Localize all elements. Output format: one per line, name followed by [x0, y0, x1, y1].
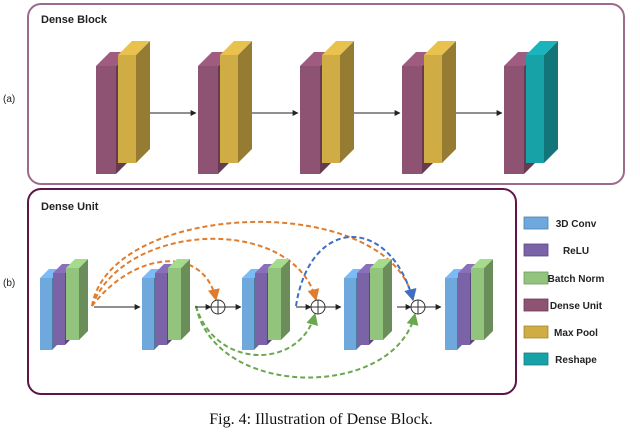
legend-item-max-pool: Max Pool	[523, 325, 598, 339]
legend: 3D Conv ReLU Batch Norm Dense Unit Max P…	[523, 216, 605, 366]
skip-connections	[91, 220, 419, 379]
svg-text:Max Pool: Max Pool	[554, 328, 598, 339]
reshape-layer	[526, 41, 558, 163]
sum-node	[310, 299, 326, 315]
max-pool-layer	[322, 41, 354, 163]
svg-text:Dense Unit: Dense Unit	[550, 301, 603, 312]
legend-item-reshape: Reshape	[523, 352, 597, 366]
sum-node	[410, 299, 426, 315]
panel-b-frame	[27, 188, 517, 395]
panel-b-title: Dense Unit	[41, 201, 99, 213]
sum-nodes	[210, 299, 426, 315]
dense-unit-layers	[40, 259, 493, 350]
batch-norm-layer	[66, 259, 88, 340]
legend-item-relu: ReLU	[523, 243, 589, 257]
max-pool-layer	[118, 41, 150, 163]
sum-node	[210, 299, 226, 315]
legend-item-batch-norm: Batch Norm	[523, 271, 605, 285]
panel-a-label: (a)	[3, 94, 15, 105]
batch-norm-layer	[168, 259, 190, 340]
dense-block-layers	[96, 41, 558, 174]
skip-orange-mid	[91, 237, 320, 307]
svg-text:Batch Norm: Batch Norm	[548, 274, 605, 285]
max-pool-layer	[220, 41, 252, 163]
skip-orange-short	[91, 260, 220, 307]
legend-item-dense-unit: Dense Unit	[523, 298, 603, 312]
skip-blue	[295, 236, 416, 307]
svg-text:ReLU: ReLU	[563, 246, 589, 257]
legend-item-3d-conv: 3D Conv	[523, 216, 597, 230]
batch-norm-layer	[471, 259, 493, 340]
batch-norm-layer	[268, 259, 290, 340]
batch-norm-layer	[370, 259, 392, 340]
skip-green-short	[195, 305, 318, 356]
max-pool-layer	[424, 41, 456, 163]
panel-b-label: (b)	[3, 278, 15, 289]
panel-a-frame	[27, 3, 625, 185]
figure-caption: Fig. 4: Illustration of Dense Block.	[209, 411, 433, 428]
svg-text:3D Conv: 3D Conv	[556, 219, 597, 230]
svg-text:Reshape: Reshape	[555, 355, 597, 366]
panel-a-title: Dense Block	[41, 14, 108, 26]
skip-green-long	[195, 305, 419, 379]
